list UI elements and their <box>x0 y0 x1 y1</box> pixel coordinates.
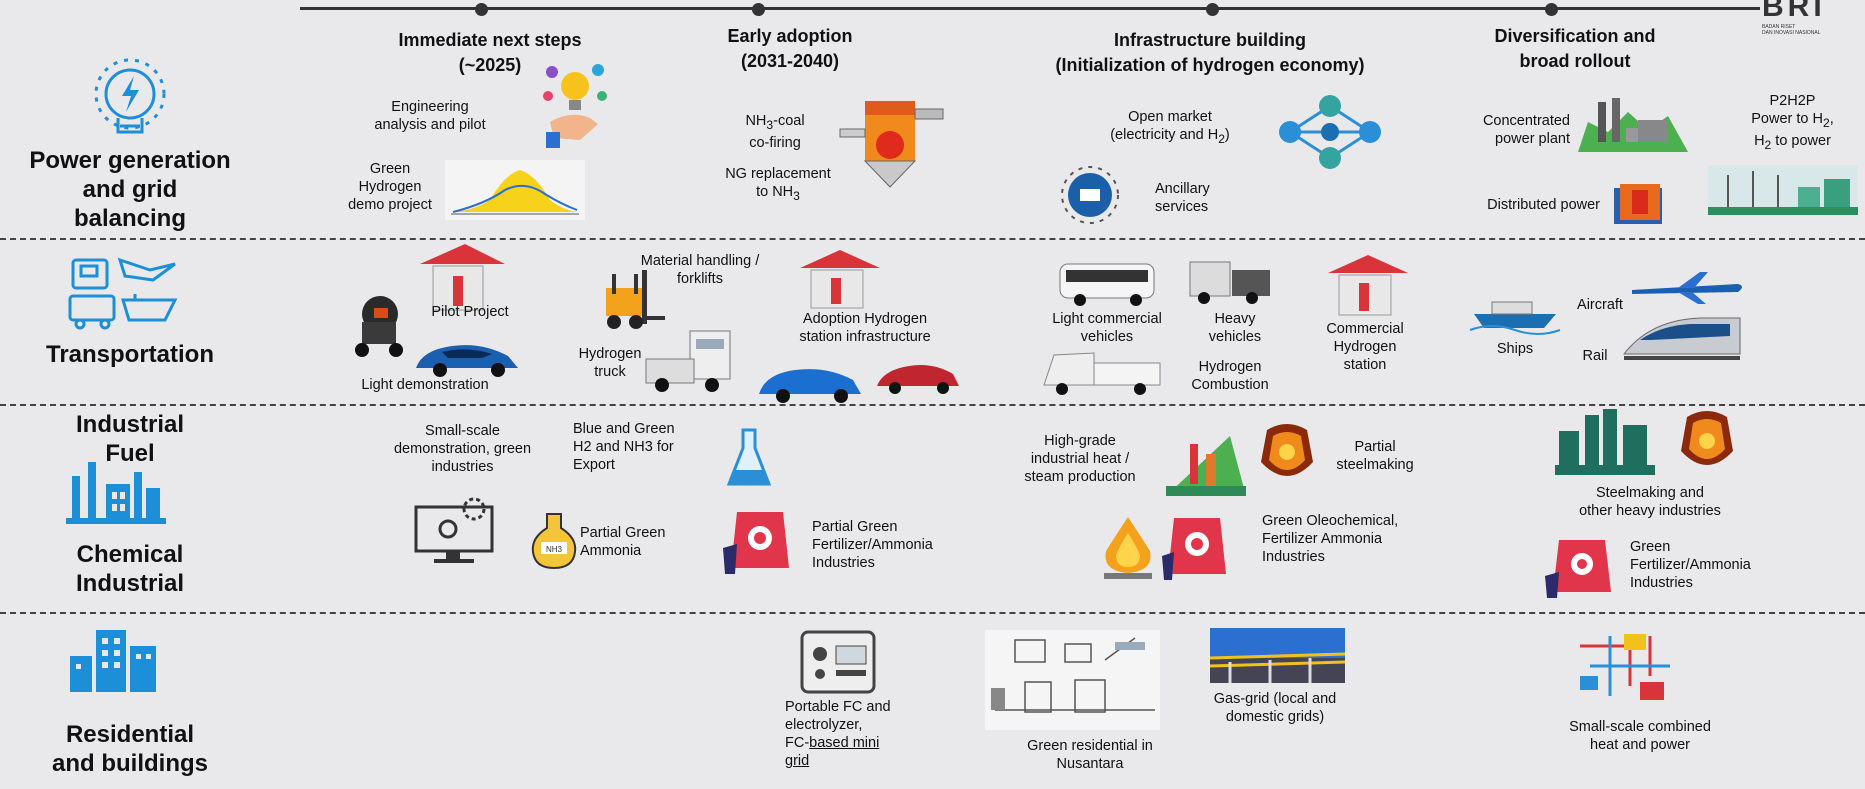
scooter-icon <box>355 296 403 357</box>
distributed-label: Distributed power <box>1487 197 1600 213</box>
rail-label: Rail <box>1582 348 1608 364</box>
material-handling-label: Material handling /forklifts <box>640 253 760 287</box>
blue-car-icon <box>759 369 861 403</box>
timeline-bar <box>300 7 1760 10</box>
header-infrastructure: Infrastructure building(Initialization o… <box>1055 30 1365 75</box>
train-icon <box>1622 317 1741 360</box>
timeline-dot <box>752 3 765 16</box>
timeline-dot <box>1206 3 1219 16</box>
bus-icon <box>1059 263 1155 306</box>
steel-plant-icon <box>1555 409 1655 475</box>
truck-icon <box>645 330 731 392</box>
gas-station-icon <box>1328 255 1408 316</box>
fertilizer-bag-icon <box>723 512 789 574</box>
light-demonstration-label: Light demonstration <box>361 377 489 393</box>
gas-station-icon <box>420 244 505 311</box>
fertilizer-bag-icon <box>1162 518 1226 580</box>
green-residential-diagram-icon <box>985 630 1160 730</box>
ancillary-icon <box>1061 166 1119 224</box>
demo-chart-icon <box>445 160 585 220</box>
forklift-icon <box>606 270 665 329</box>
market-network-icon <box>1279 95 1381 169</box>
brand-logo: BRI <box>1762 0 1826 23</box>
header-early-adoption: Early adoption(2031-2040) <box>727 26 853 71</box>
row-divider <box>0 612 1865 614</box>
row-divider <box>0 404 1865 406</box>
semi-truck-icon <box>1043 352 1161 395</box>
header-immediate: Immediate next steps(~2025) <box>398 30 582 75</box>
portable-fc-icon <box>800 630 876 694</box>
blue-car-icon <box>416 345 518 377</box>
idea-hand-icon <box>543 64 607 148</box>
timeline-dot <box>475 3 488 16</box>
wind-solar-icon <box>1708 165 1858 215</box>
computer-gears-icon <box>414 497 494 563</box>
furnace-icon <box>1261 424 1313 476</box>
fertilizer-bag-icon <box>1545 540 1611 598</box>
power-lightbulb-icon <box>94 58 166 134</box>
svg-text:NH3: NH3 <box>546 545 563 554</box>
row-divider <box>0 238 1865 240</box>
transportation-icon <box>68 257 178 330</box>
ammonia-flask-icon: NH3 <box>531 513 577 570</box>
heavy-truck-icon <box>1189 261 1270 304</box>
timeline-dot <box>1545 3 1558 16</box>
aircraft-label: Aircraft <box>1577 297 1623 313</box>
chp-icon <box>1580 634 1670 700</box>
factory-icon <box>66 462 166 524</box>
red-car-icon <box>877 365 959 394</box>
ship-icon <box>1469 301 1561 335</box>
gas-station-icon <box>800 250 880 309</box>
open-market-label: Open market(electricity and H2) <box>1110 109 1230 146</box>
flask-icon <box>726 428 772 486</box>
aircraft-icon <box>1632 272 1742 304</box>
boiler-icon <box>839 101 944 188</box>
distributed-battery-icon <box>1614 184 1662 224</box>
category-transportation: Transportation <box>45 341 214 368</box>
steam-plant-icon <box>1166 436 1246 496</box>
power-plant-icon <box>1578 98 1688 152</box>
furnace-icon <box>1681 411 1733 465</box>
flame-dome-icon <box>1104 517 1152 579</box>
buildings-icon <box>70 630 156 692</box>
pilot-project-label: Pilot Project <box>431 304 509 320</box>
gas-grid-icon <box>1209 628 1346 683</box>
ships-label: Ships <box>1496 341 1534 357</box>
